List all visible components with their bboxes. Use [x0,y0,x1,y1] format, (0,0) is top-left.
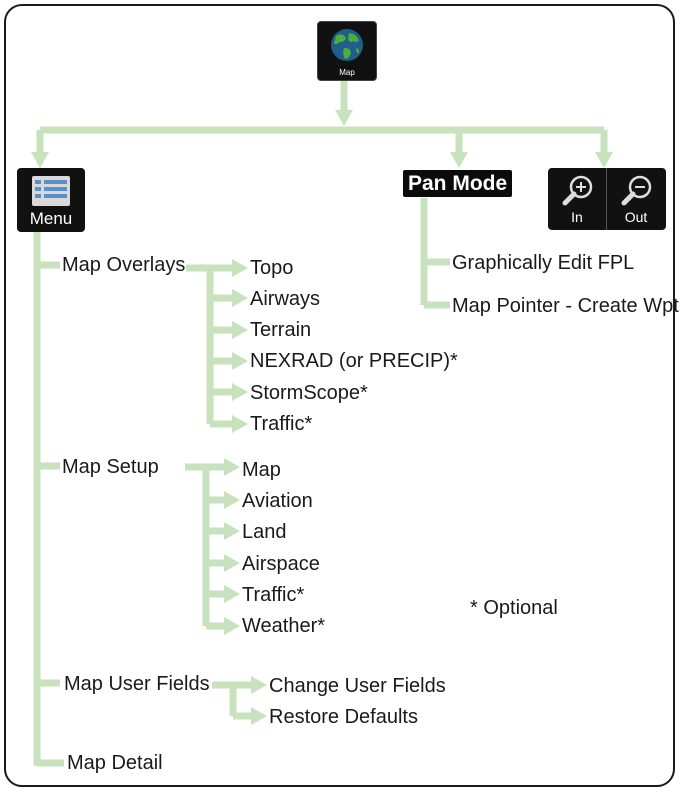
overlay-option: NEXRAD (or PRECIP)* [250,350,458,372]
arrow-head [251,676,267,694]
arrow-head [232,321,248,339]
map-button-label: Map [339,68,355,77]
setup-option: Weather* [242,615,326,637]
arrow-head [232,289,248,307]
setup-option: Land [242,521,287,543]
arrow-head [335,110,353,126]
arrow-head [224,585,240,603]
arrow-head [224,491,240,509]
arrow-head [224,554,240,572]
overlay-option: Traffic* [250,413,313,435]
menu-button[interactable]: Menu [17,168,85,232]
arrow-head [224,617,240,635]
arrow-head [31,152,49,168]
user-fields-option: Restore Defaults [269,706,418,728]
zoom-out-label: Out [624,209,648,225]
arrow-head [251,707,267,725]
diagram-frame [4,4,675,787]
setup-option: Map [242,459,281,481]
arrow-head [224,458,240,476]
arrow-head [224,522,240,540]
map-detail-item: Map Detail [67,752,163,774]
setup-option: Traffic* [242,584,305,606]
zoom-control: In Out [548,168,666,230]
pan-item: Graphically Edit FPL [452,252,635,274]
pan-item: Map Pointer - Create Wpt [452,295,679,317]
arrow-head [232,259,248,277]
list-icon [32,176,70,206]
arrow-head [232,352,248,370]
map-overlays-item: Map Overlays [62,254,186,276]
setup-option: Airspace [242,553,320,575]
map-button[interactable]: Map [317,21,377,81]
setup-option: Aviation [242,490,313,512]
zoom-out-button[interactable]: Out [607,168,665,230]
overlay-option: StormScope* [250,382,368,404]
overlay-option: Terrain [250,319,312,341]
overlay-option: Airways [250,288,321,310]
user-fields-option: Change User Fields [269,675,446,697]
overlay-option: Topo [250,257,294,279]
zoom-in-icon [562,175,593,206]
zoom-in-button[interactable]: In [548,168,607,230]
pan-mode-button[interactable]: Pan Mode [403,170,513,197]
map-user-fields-item: Map User Fields [64,673,210,695]
arrow-head [232,415,248,433]
optional-note: * Optional [470,597,558,619]
map-setup-item: Map Setup [62,456,159,478]
menu-button-label: Menu [29,209,73,228]
arrow-head [450,152,468,168]
zoom-out-icon [621,175,652,206]
zoom-in-label: In [571,209,583,225]
arrow-head [232,383,248,401]
arrow-head [595,152,613,168]
globe-icon [331,29,363,61]
